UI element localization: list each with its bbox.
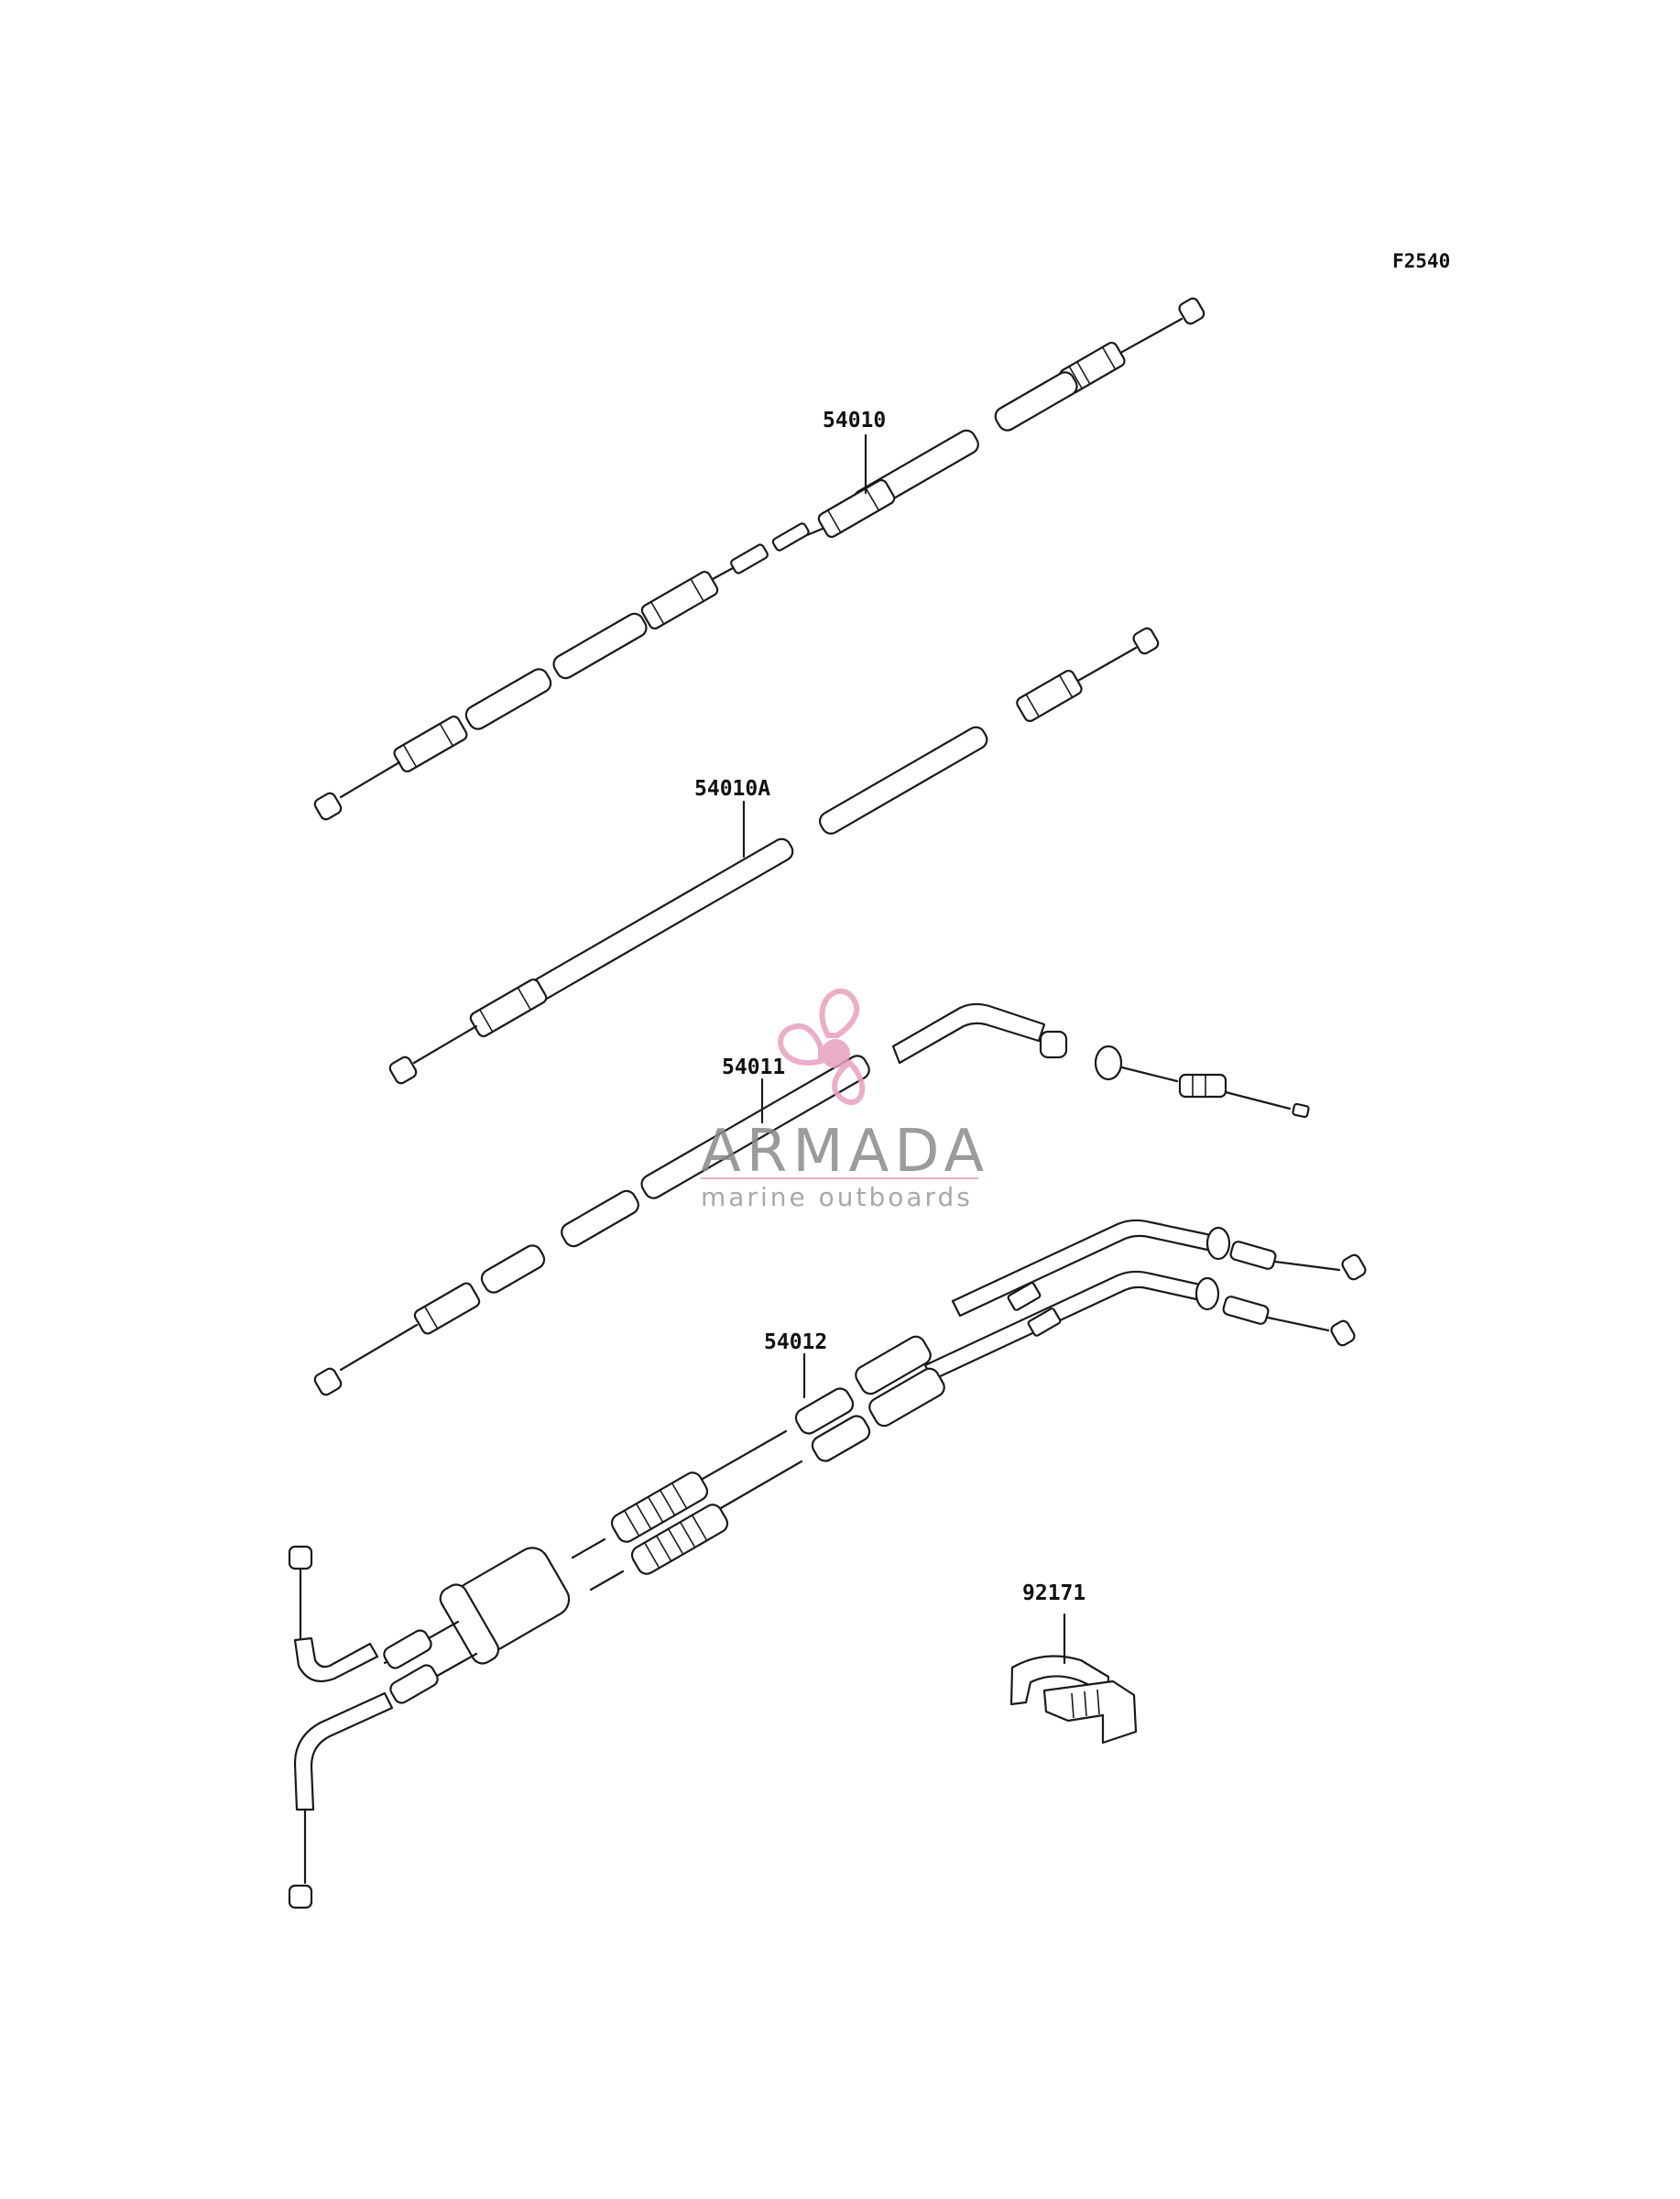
figure-code: F2540 <box>1392 250 1450 272</box>
label-92171: 92171 <box>1022 1581 1085 1605</box>
propeller-icon <box>778 988 866 1106</box>
label-54011: 54011 <box>722 1056 785 1079</box>
watermark-tagline: marine outboards <box>701 1182 973 1212</box>
cable-54010A[interactable] <box>388 627 1161 1086</box>
cable-54010[interactable] <box>313 297 1206 822</box>
cable-54011[interactable] <box>313 1002 1310 1396</box>
clamp-92171[interactable] <box>1009 1655 1138 1745</box>
cable-54012[interactable] <box>288 1219 1368 1909</box>
watermark-brand: ARMADA <box>701 1118 989 1186</box>
label-54010A: 54010A <box>694 777 770 801</box>
label-54012: 54012 <box>764 1330 827 1354</box>
watermark: ARMADA marine outboards <box>701 988 989 1212</box>
label-54010: 54010 <box>823 409 886 432</box>
